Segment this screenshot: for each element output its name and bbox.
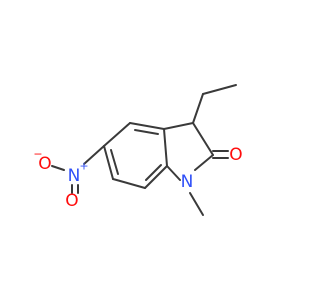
carbonyl-oxygen-label: O	[229, 145, 242, 165]
ring-nitrogen-label: N	[181, 172, 194, 192]
bond-c5-c6	[103, 145, 114, 180]
bond-c6-nitro-n	[83, 145, 105, 165]
bond-c3-c3a	[163, 122, 194, 130]
nitro-nitrogen-label: N	[68, 166, 81, 186]
bond-nitro-n-o-left	[51, 165, 65, 171]
bond-c2-n1	[194, 154, 214, 171]
bond-inner-c5-c6	[110, 149, 119, 175]
nitro-oxygen-bottom-label: O	[65, 191, 78, 211]
nitro-oxygen-left-charge: −	[33, 148, 42, 161]
molecule-structure-diagram: O N N + O − O	[33, 84, 243, 216]
bond-ethyl-ch2	[192, 93, 204, 124]
bond-c7a-c3a	[163, 128, 168, 167]
bond-inner-c4-c3a	[134, 129, 159, 135]
nitro-nitrogen-charge: +	[79, 160, 88, 173]
bond-c7-c7a	[144, 165, 168, 189]
bond-n-methyl	[189, 192, 204, 216]
bond-c3a-c4	[129, 122, 165, 130]
bond-n1-c7a	[166, 165, 181, 181]
bond-inner-c7-c7a	[145, 164, 162, 181]
bond-c4-c5	[103, 122, 131, 147]
bond-c6-c7	[112, 178, 146, 189]
bond-c3-c2	[192, 122, 214, 156]
nitro-oxygen-left-label: O	[38, 154, 51, 174]
bond-ethyl-ch3	[202, 84, 237, 95]
